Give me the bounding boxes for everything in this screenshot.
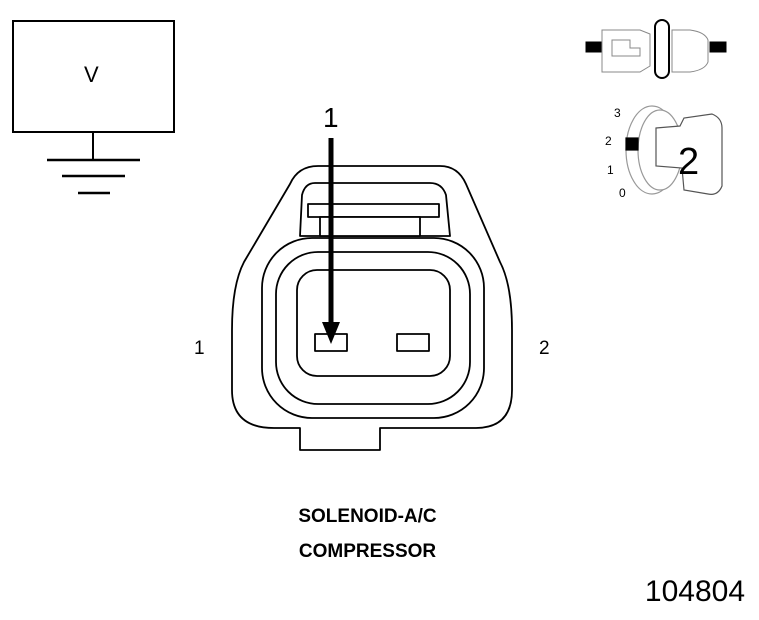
key-selected-position-label: 2 [678, 141, 700, 183]
caption-line-1: SOLENOID-A/C [298, 506, 437, 527]
figure-id: 104804 [644, 575, 745, 608]
probe-label: 1 [323, 102, 339, 133]
terminal-cavity [296, 269, 451, 377]
terminal-pin-2 [396, 333, 430, 352]
pin-1-label: 1 [194, 338, 205, 359]
connector-plug-side-icon [585, 19, 727, 79]
probe-arrow-icon [322, 138, 340, 344]
pin-2-label: 2 [539, 338, 550, 359]
connector-inner-ring [275, 251, 471, 405]
key-position-2-label: 2 [605, 134, 612, 148]
connector-latch [319, 216, 421, 237]
connector-outer-outline [231, 165, 513, 451]
connector-top-tab [299, 182, 451, 237]
connector-seal-ring [261, 237, 485, 419]
key-position-1-label: 1 [607, 163, 614, 177]
voltmeter-icon [12, 20, 175, 160]
caption-line-2: COMPRESSOR [298, 541, 437, 562]
ground-symbol-icon [47, 158, 140, 195]
key-position-0-label: 0 [619, 186, 626, 200]
connector-housing [231, 165, 513, 451]
ignition-key-icon [625, 105, 723, 195]
voltmeter-label: V [84, 62, 99, 87]
key-position-3-label: 3 [614, 106, 621, 120]
connector-latch-frame [307, 203, 440, 218]
